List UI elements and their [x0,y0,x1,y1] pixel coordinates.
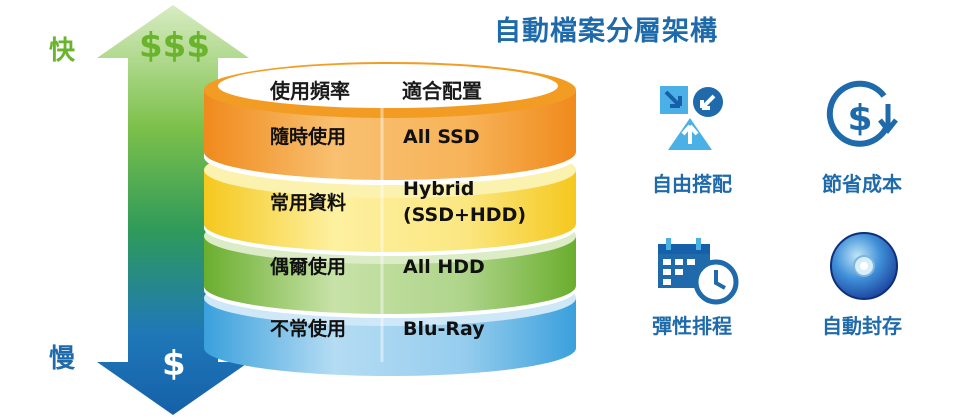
feature-label-cost: 節省成本 [822,172,902,196]
tier-4-config: Blu-Ray [403,318,485,340]
cost-high-label: $$$ [139,26,210,66]
archive-disc-icon [830,232,898,300]
diagram-title: 自動檔案分層架構 [494,16,718,47]
schedule-icon [658,238,739,305]
speed-fast-label: 快 [49,36,76,66]
tier-2-config: Hybrid (SSD+HDD) [403,178,527,226]
speed-slow-label: 慢 [49,344,76,374]
tier-2-frequency: 常用資料 [270,192,347,214]
tier-3-frequency: 偶爾使用 [270,256,347,278]
tier-1-config: All SSD [403,126,480,148]
tier-4-frequency: 不常使用 [270,318,347,340]
feature-label-flexible: 自由搭配 [652,172,732,196]
cost-saving-icon: $ [826,80,898,147]
tier-3-config: All HDD [403,256,485,278]
header-config: 適合配置 [402,79,482,103]
tier-orange [204,62,576,185]
flexible-config-icon [660,86,723,150]
header-frequency: 使用頻率 [270,79,350,103]
feature-label-schedule: 彈性排程 [652,314,732,338]
tier-1-frequency: 隨時使用 [270,126,347,148]
feature-label-archive: 自動封存 [822,314,902,338]
svg-text:$: $ [847,98,872,139]
cost-low-label: $ [162,344,186,384]
